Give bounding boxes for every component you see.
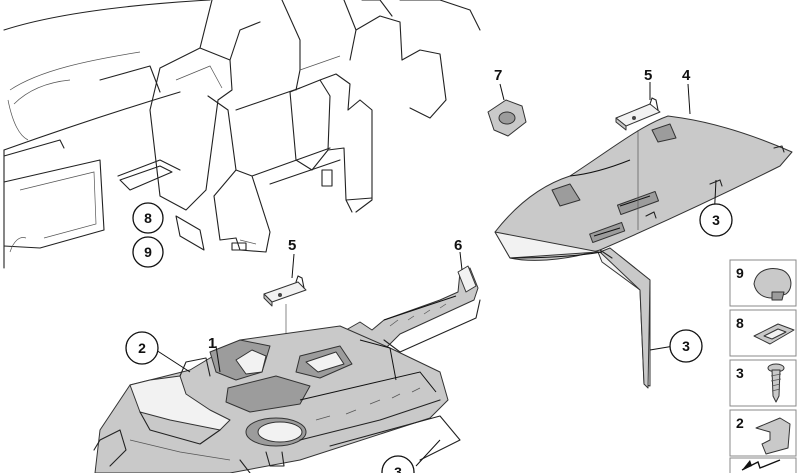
- callout-3-right: 3: [669, 329, 703, 363]
- label-part-6: 6: [454, 237, 462, 254]
- key-item-8: 8: [729, 309, 797, 357]
- label-part-7: 7: [494, 67, 502, 84]
- label-part-1: 1: [208, 335, 216, 352]
- svg-text:3: 3: [712, 212, 720, 228]
- svg-text:3: 3: [394, 464, 402, 473]
- svg-text:9: 9: [144, 244, 152, 260]
- key-item-3: 3: [729, 359, 797, 407]
- clip-part-2: [755, 417, 791, 455]
- callout-3-lower: 3: [381, 455, 415, 473]
- dashboard-assembly: [3, 0, 481, 269]
- direction-arrow-box: [729, 457, 797, 473]
- screw-part-3: [767, 363, 785, 403]
- small-parts-key: 9 8 3 2: [729, 259, 797, 473]
- key-label-2: 2: [736, 415, 744, 431]
- key-label-8: 8: [736, 315, 744, 331]
- callout-9: 9: [132, 236, 164, 268]
- label-part-4: 4: [682, 67, 691, 84]
- callout-2: 2: [125, 331, 159, 365]
- clip-cap-part-9: [753, 268, 792, 299]
- key-label-9: 9: [736, 265, 744, 281]
- key-item-9: 9: [729, 259, 797, 307]
- part-7-lock-cover: [487, 99, 527, 137]
- svg-text:3: 3: [682, 338, 690, 354]
- svg-text:2: 2: [138, 340, 146, 356]
- label-part-5-lower: 5: [288, 237, 296, 254]
- svg-text:8: 8: [144, 210, 152, 226]
- key-label-3: 3: [736, 365, 744, 381]
- callout-3-upper: 3: [699, 203, 733, 237]
- callout-8: 8: [132, 202, 164, 234]
- key-item-2: 2: [729, 409, 797, 457]
- part-5-upper-bracket: [615, 97, 661, 230]
- part-1-glove-box-housing: [93, 325, 461, 473]
- part-number-labels: 7 5 4 5 6 1: [208, 67, 691, 352]
- label-part-5-upper: 5: [644, 67, 652, 84]
